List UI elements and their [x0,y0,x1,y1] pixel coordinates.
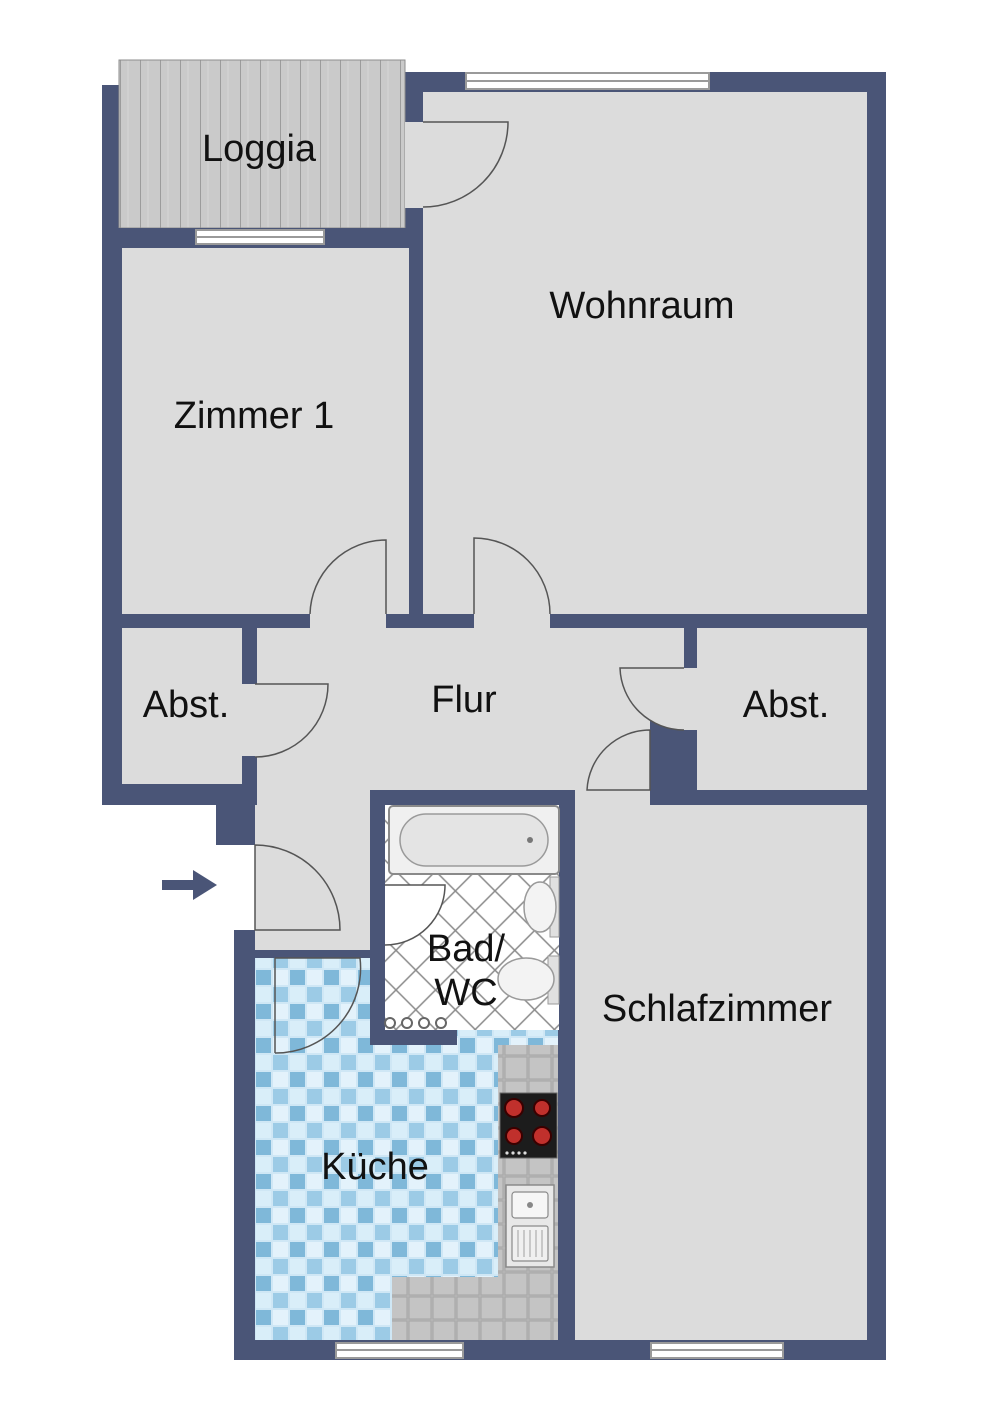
schlafzimmer-floor [575,805,867,1340]
windows [195,72,784,1359]
abst-left-floor [122,628,242,784]
room-label-schlafzimmer: Schlafzimmer [602,988,832,1030]
wall-abst-left-bottom [102,784,257,805]
wall-zimmer-wohn [409,92,423,614]
door-entrance[interactable] [254,844,341,931]
kitchen-sink-icon [505,1184,555,1268]
door-zimmer1[interactable] [309,539,387,615]
entrance-opening [216,845,255,930]
wall-kitchen-entry-left [234,930,255,958]
wall-bad-right [559,790,575,1340]
wall-abst-right-left [684,628,697,668]
doors [240,121,699,1054]
wall-kitchen-top [255,950,265,958]
room-label-loggia: Loggia [202,128,317,170]
bath-fixtures-icon [384,1017,447,1029]
hob-icon [499,1092,558,1159]
room-label-bad-line1: Bad/ [427,928,506,970]
door-loggia[interactable] [422,121,509,208]
room-label-zimmer1: Zimmer 1 [174,395,334,437]
wall-bad-top [370,790,573,805]
wall-abst-right-left-lower [684,730,697,790]
wall-bad-left [370,790,385,1040]
door-bad[interactable] [384,884,446,946]
door-schlafzimmer[interactable] [586,729,651,791]
washbasin-icon [523,876,560,938]
room-label-abst-left: Abst. [143,684,230,726]
abst-right-floor [697,628,867,790]
toilet-icon [497,955,560,1005]
wall-bad-bottom [370,1030,457,1045]
room-label-wohnraum: Wohnraum [549,285,734,327]
room-label-flur: Flur [431,679,497,721]
wohnraum-floor [423,92,867,614]
kitchen-counter-bottom [392,1277,558,1340]
bathtub-icon [388,805,560,875]
door-abst-left[interactable] [254,683,329,758]
room-label-abst-right: Abst. [743,684,830,726]
room-label-kueche: Küche [321,1146,429,1188]
room-label-bad-line2: WC [434,972,497,1014]
wall-abst-right-bottom [650,790,867,805]
door-abst-right[interactable] [619,667,685,731]
arrow-right-icon [162,870,217,900]
door-kueche[interactable] [274,957,362,1054]
door-wohnraum[interactable] [473,537,551,615]
